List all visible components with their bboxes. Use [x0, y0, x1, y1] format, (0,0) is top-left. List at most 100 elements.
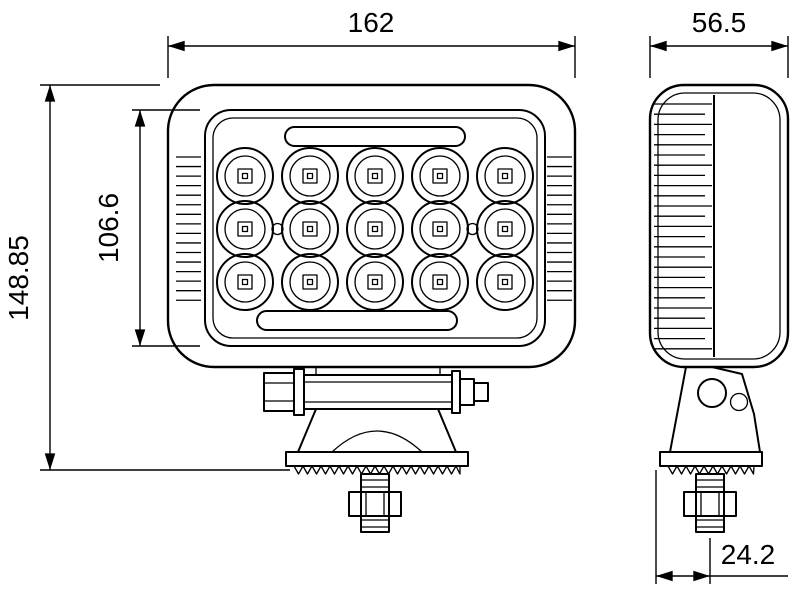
- led-outer-ring: [476, 147, 534, 205]
- led-inner-ring: [484, 155, 526, 197]
- led-outer-ring: [411, 200, 469, 258]
- led: [346, 253, 404, 311]
- led-die: [241, 278, 249, 286]
- pivot-bolt-hole: [697, 378, 727, 408]
- dim-label-lens-height: 106.6: [93, 193, 124, 263]
- dim-label-side-depth: 56.5: [692, 7, 747, 38]
- led-inner-ring: [289, 208, 331, 250]
- led-outer-ring: [346, 147, 404, 205]
- led-inner-ring: [289, 261, 331, 303]
- led-die: [306, 278, 314, 286]
- led-die: [241, 225, 249, 233]
- led-inner-ring: [354, 261, 396, 303]
- led-die: [501, 225, 509, 233]
- led: [216, 253, 274, 311]
- dimension-lens-height: 106.6: [93, 109, 200, 347]
- led-inner-ring: [224, 155, 266, 197]
- bracket-dome: [331, 430, 423, 453]
- led-outer-ring: [411, 253, 469, 311]
- front-view: [166, 83, 577, 369]
- pivot-washer-right: [451, 370, 461, 414]
- led: [281, 200, 339, 258]
- led-inner-ring: [419, 155, 461, 197]
- led: [216, 147, 274, 205]
- led-die: [371, 225, 379, 233]
- dimension-stud-to-rear: 24.2: [655, 470, 788, 584]
- led-chip: [432, 221, 448, 237]
- led: [281, 253, 339, 311]
- side-base-serration: [667, 465, 755, 475]
- led: [411, 200, 469, 258]
- dimension-total-height: 148.85: [3, 84, 290, 471]
- stud-nut: [348, 491, 402, 517]
- led-die: [371, 172, 379, 180]
- led-die: [306, 172, 314, 180]
- led-die: [501, 278, 509, 286]
- dim-label-stud-to-rear: 24.2: [721, 539, 776, 570]
- led-die: [436, 172, 444, 180]
- led-chip: [497, 221, 513, 237]
- led-chip: [237, 274, 253, 290]
- small-sensor-circle-left: [271, 222, 284, 236]
- front-bracket: [263, 367, 489, 533]
- led-outer-ring: [346, 253, 404, 311]
- led-chip: [497, 168, 513, 184]
- side-housing-outline: [648, 83, 790, 369]
- led-inner-ring: [419, 261, 461, 303]
- led-chip: [237, 168, 253, 184]
- dim-label-front-width: 162: [348, 7, 395, 38]
- led-die: [371, 278, 379, 286]
- led-inner-ring: [484, 261, 526, 303]
- serration-teeth: [667, 465, 755, 475]
- led-outer-ring: [346, 200, 404, 258]
- led-inner-ring: [289, 155, 331, 197]
- front-housing-outline: [166, 83, 577, 369]
- led-outer-ring: [216, 200, 274, 258]
- dimensions: 162 56.5 148.85 106.6: [3, 7, 789, 584]
- led-outer-ring: [281, 147, 339, 205]
- base-serration: [293, 465, 461, 475]
- led-inner-ring: [354, 208, 396, 250]
- led-chip: [302, 168, 318, 184]
- led-inner-ring: [484, 208, 526, 250]
- heatsink-fins-side: [654, 103, 712, 350]
- led-inner-ring: [354, 155, 396, 197]
- led-chip: [237, 221, 253, 237]
- led-outer-ring: [281, 200, 339, 258]
- pivot-thread-tip: [459, 378, 475, 406]
- led-die: [241, 172, 249, 180]
- led-chip: [432, 274, 448, 290]
- bottom-reflector-slot: [256, 310, 458, 331]
- led-outer-ring: [411, 147, 469, 205]
- led-inner-ring: [419, 208, 461, 250]
- side-mounting-stud: [683, 473, 737, 533]
- top-reflector-slot: [284, 126, 466, 147]
- stud-nut: [683, 491, 737, 517]
- front-lens-inner-line: [212, 117, 538, 339]
- led: [281, 147, 339, 205]
- led-outer-ring: [281, 253, 339, 311]
- led: [476, 200, 534, 258]
- heatsink-fins-right: [547, 156, 572, 301]
- stud-shaft: [695, 473, 725, 533]
- small-sensor-circle-right: [466, 222, 479, 236]
- led-chip: [302, 221, 318, 237]
- pivot-washer-left: [293, 368, 305, 416]
- side-base-plate: [659, 451, 763, 467]
- led: [476, 147, 534, 205]
- pivot-bolt-head: [263, 372, 295, 412]
- led-die: [436, 278, 444, 286]
- led-outer-ring: [216, 253, 274, 311]
- stud-shaft: [360, 473, 390, 533]
- pivot-end-nut: [473, 382, 489, 402]
- led-chip: [497, 274, 513, 290]
- led: [216, 200, 274, 258]
- mounting-base-plate: [285, 451, 469, 467]
- led-inner-ring: [224, 261, 266, 303]
- led-outer-ring: [476, 253, 534, 311]
- led-chip: [432, 168, 448, 184]
- dimension-front-width: 162: [167, 7, 576, 78]
- front-lens-frame: [204, 109, 546, 347]
